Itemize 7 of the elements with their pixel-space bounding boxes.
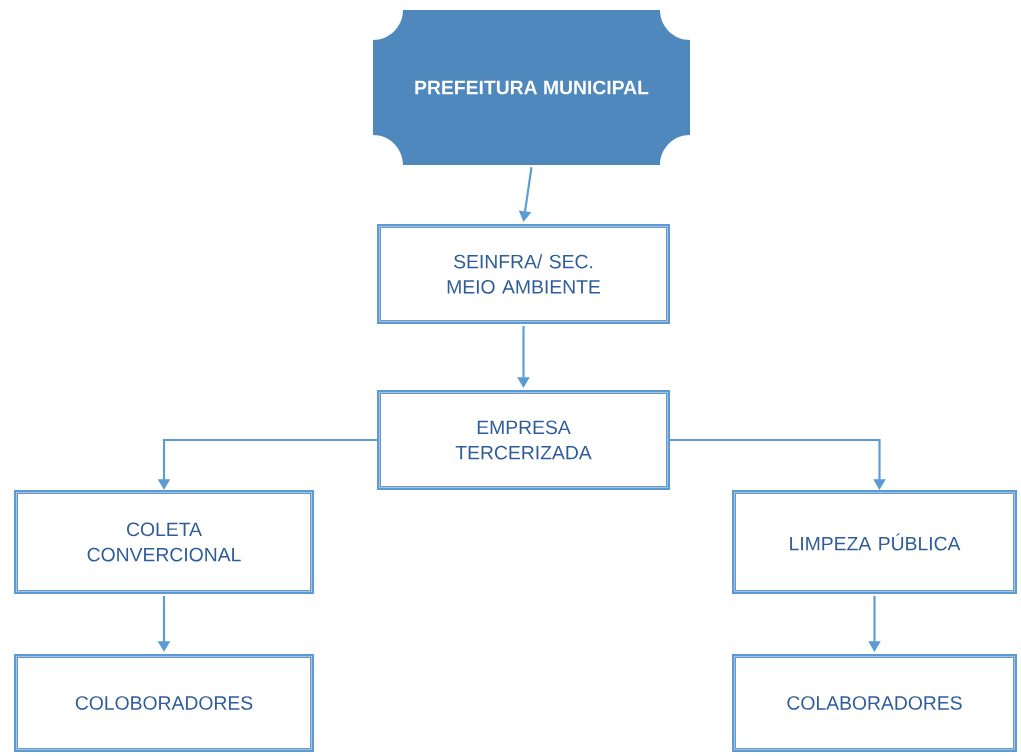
process-box: COLOBORADORES <box>14 654 314 752</box>
process-box: SEINFRA/ SEC. MEIO AMBIENTE <box>377 224 670 324</box>
process-box: COLABORADORES <box>732 654 1017 752</box>
process-box: LIMPEZA PÚBLICA <box>732 490 1017 594</box>
title-box: PREFEITURA MUNICIPAL <box>373 10 690 165</box>
process-box: EMPRESA TERCERIZADA <box>377 390 670 490</box>
process-box: COLETA CONVERCIONAL <box>14 490 314 594</box>
